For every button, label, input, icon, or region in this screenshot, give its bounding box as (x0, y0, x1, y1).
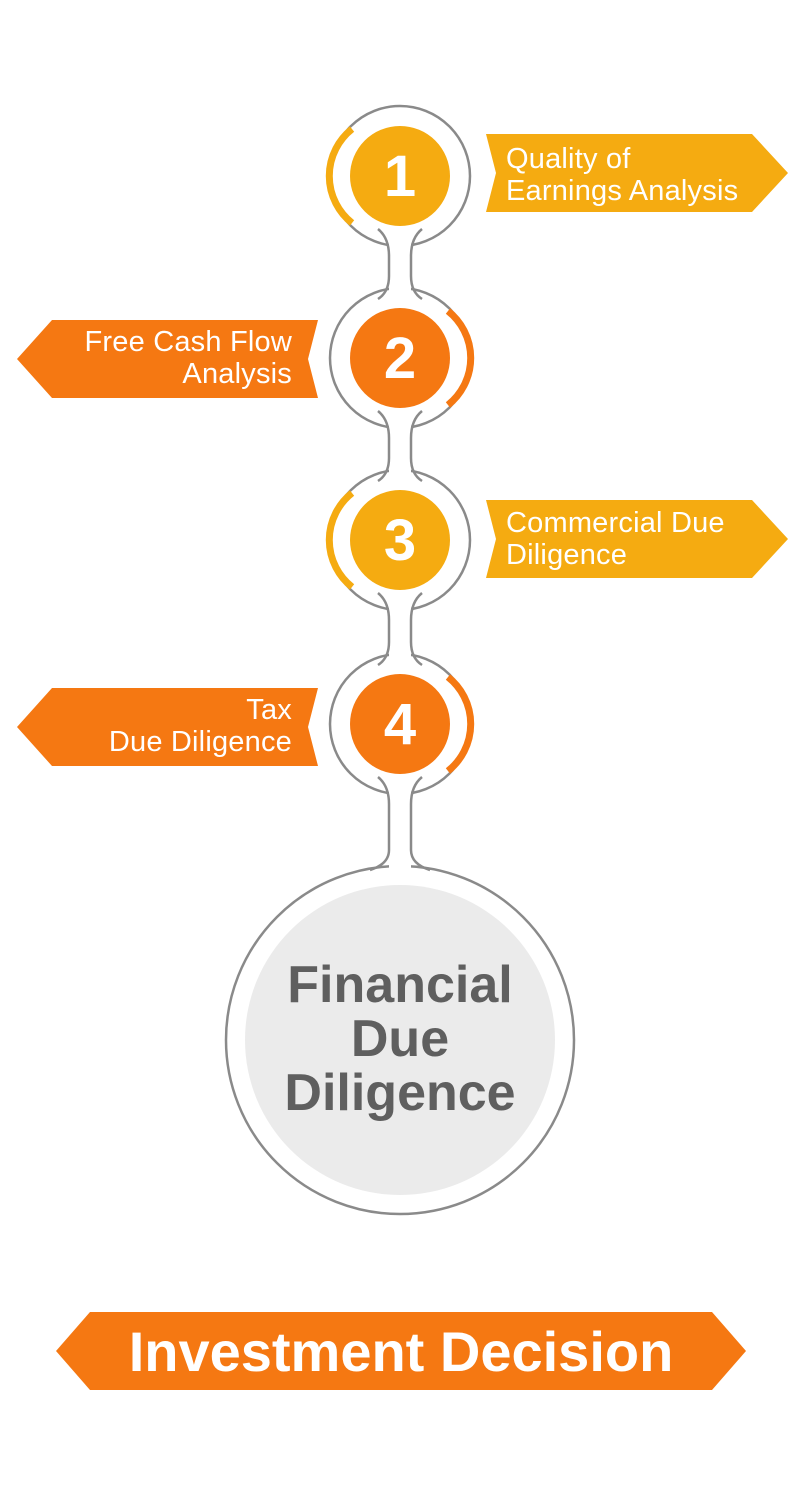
center-title: Financial Due Diligence (240, 958, 560, 1120)
decision-banner (56, 1312, 746, 1390)
step-1-badge (350, 126, 450, 226)
step-4-arc (445, 674, 475, 774)
step-2-badge (350, 308, 450, 408)
step-3-badge (350, 490, 450, 590)
step-1-label-line-2: Earnings Analysis (506, 175, 739, 207)
step-2-arc (445, 308, 475, 408)
step-3: 3 (325, 490, 788, 590)
step-4-label-line-2: Due Diligence (108, 726, 292, 758)
step-4: 4 (17, 674, 475, 774)
step-1-number: 1 (384, 144, 416, 209)
step-1-banner (486, 134, 788, 212)
step-3-label: Commercial Due Diligence (506, 507, 776, 571)
step-3-label-line-2: Diligence (506, 539, 628, 571)
decision-label: Investment Decision (128, 1320, 674, 1383)
step-4-banner (17, 688, 318, 766)
step-2-number: 2 (384, 326, 416, 391)
step-2-label-line-1: Free Cash Flow (84, 326, 292, 358)
step-3-label-line-1: Commercial Due (506, 507, 725, 539)
step-4-label-line-1: Tax (246, 694, 292, 726)
step-3-number: 3 (384, 508, 416, 573)
step-1-label: Quality of Earnings Analysis (506, 143, 776, 207)
step-3-arc (325, 490, 355, 590)
center-title-line-1: Financial (287, 956, 513, 1014)
step-1: 1 (325, 126, 788, 226)
step-1-arc (325, 126, 355, 226)
center-title-line-3: Diligence (284, 1064, 516, 1122)
center-title-line-2: Due (350, 1010, 450, 1068)
step-2-label: Free Cash Flow Analysis (30, 326, 292, 390)
step-4-badge (350, 674, 450, 774)
step-1-label-line-1: Quality of (506, 143, 631, 175)
chain-connectors (369, 228, 431, 876)
step-2-banner (17, 320, 318, 398)
center-circle (245, 885, 555, 1195)
step-4-label: Tax Due Diligence (30, 694, 292, 758)
step-2-label-line-2: Analysis (182, 358, 292, 390)
step-4-number: 4 (384, 692, 416, 757)
step-2: 2 (17, 308, 475, 408)
step-3-banner (486, 500, 788, 578)
